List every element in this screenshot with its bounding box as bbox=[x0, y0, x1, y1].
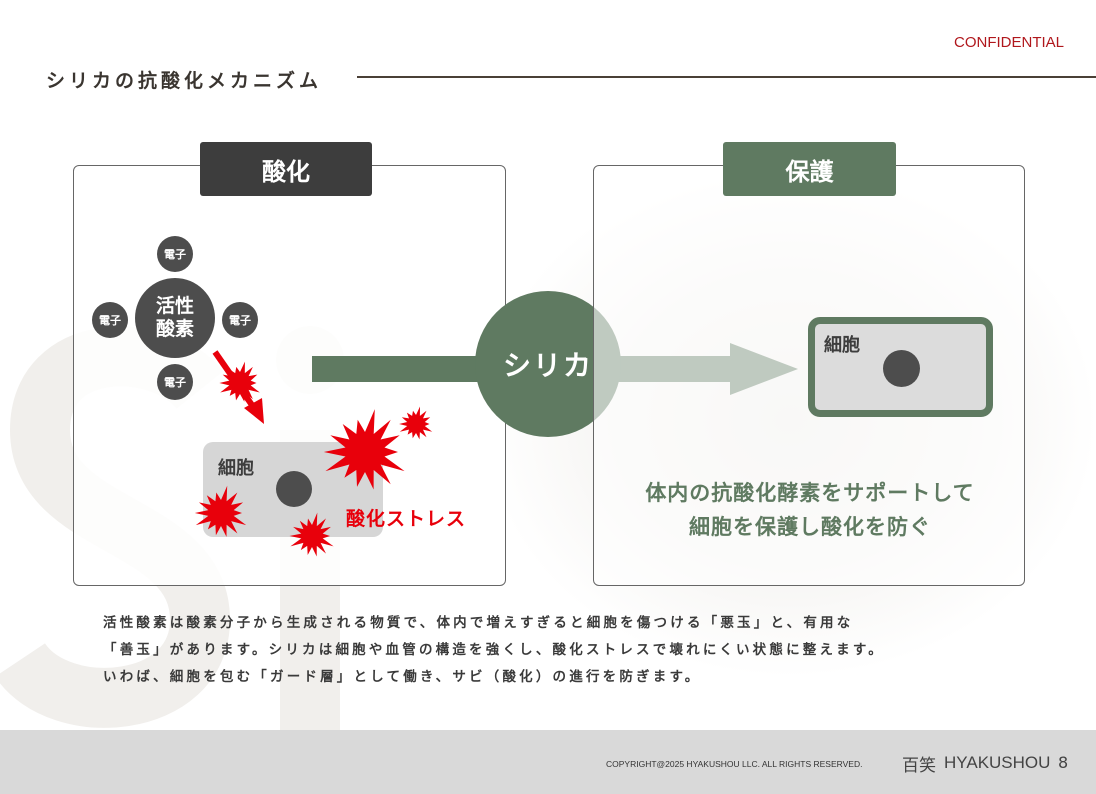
oxidation-label: 酸化 bbox=[200, 142, 372, 196]
body-line-3: いわば、細胞を包む「ガード層」として働き、サビ（酸化）の進行を防ぎます。 bbox=[103, 669, 702, 685]
title-divider bbox=[357, 76, 1096, 78]
page-number: 8 bbox=[1058, 753, 1069, 772]
active-oxygen-circle: 活性酸素 bbox=[135, 278, 215, 358]
protection-description-line-1: 体内の抗酸化酵素をサポートして bbox=[645, 481, 975, 505]
starburst-icon bbox=[323, 409, 405, 490]
starburst-icon bbox=[399, 406, 433, 440]
protection-label: 保護 bbox=[723, 142, 896, 196]
body-line-2: 「善玉」があります。シリカは細胞や血管の構造を強くし、酸化ストレスで壊れにくい状… bbox=[103, 642, 885, 658]
cell-label-left: 細胞 bbox=[218, 458, 254, 479]
protection-description-line-2: 細胞を保護し酸化を防ぐ bbox=[689, 515, 931, 539]
electron-left: 電子 bbox=[92, 302, 128, 338]
cell-label-right: 細胞 bbox=[824, 335, 860, 356]
active-oxygen-line-1: 活性 bbox=[155, 295, 194, 317]
brand-name: HYAKUSHOU bbox=[944, 753, 1051, 772]
starburst-icon bbox=[219, 361, 260, 402]
electron-top: 電子 bbox=[157, 236, 193, 272]
confidential-label: CONFIDENTIAL bbox=[953, 34, 1064, 51]
oxidative-stress-label: 酸化ストレス bbox=[346, 508, 467, 530]
body-text: 活性酸素は酸素分子から生成される物質で、体内で増えすぎると細胞を傷つける「悪玉」… bbox=[103, 610, 885, 691]
logo-mark: 百笑 bbox=[902, 756, 936, 776]
electron-bottom: 電子 bbox=[157, 364, 193, 400]
starburst-icon bbox=[194, 485, 247, 537]
cell-nucleus-right bbox=[883, 350, 920, 387]
footer bbox=[0, 730, 1096, 794]
cell-nucleus-left bbox=[276, 471, 312, 507]
starburst-icon bbox=[289, 512, 334, 557]
electron-right: 電子 bbox=[222, 302, 258, 338]
copyright: COPYRIGHT@2025 HYAKUSHOU LLC. ALL RIGHTS… bbox=[606, 759, 863, 769]
protection-description: 体内の抗酸化酵素をサポートして細胞を保護し酸化を防ぐ bbox=[600, 476, 1020, 544]
body-line-1: 活性酸素は酸素分子から生成される物質で、体内で増えすぎると細胞を傷つける「悪玉」… bbox=[103, 615, 854, 631]
page-title: シリカの抗酸化メカニズム bbox=[46, 70, 323, 92]
active-oxygen-line-2: 酸素 bbox=[155, 318, 194, 340]
